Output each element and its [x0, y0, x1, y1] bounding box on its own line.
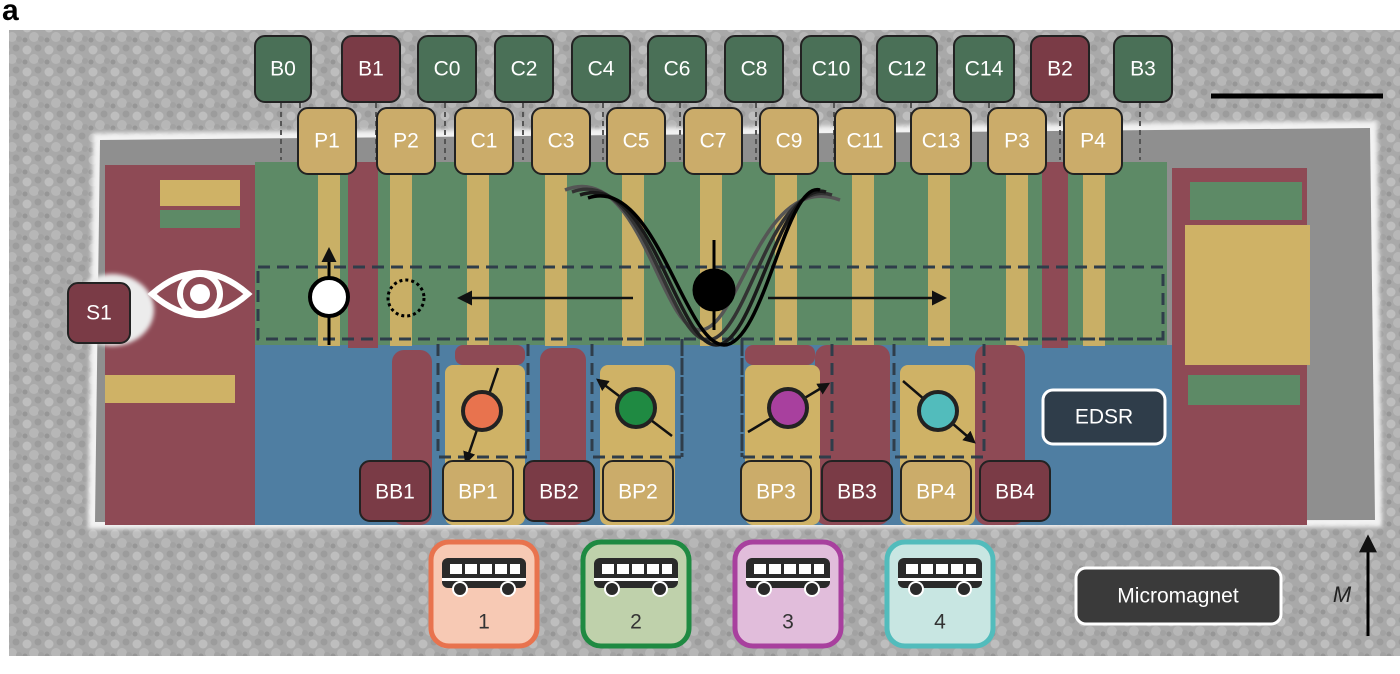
- bus-4: 4: [884, 539, 996, 649]
- gate-C5: C5: [606, 107, 666, 175]
- gate-C11: C11: [834, 107, 896, 175]
- gate-C13: C13: [910, 107, 972, 175]
- bus-1: 1: [428, 539, 540, 649]
- gate-P1: P1: [297, 107, 357, 175]
- potential-curves: [564, 185, 841, 347]
- gate-C7: C7: [683, 107, 743, 175]
- svg-text:P1: P1: [314, 130, 340, 153]
- gate-BB4: BB4: [979, 460, 1051, 522]
- gate-C2: C2: [494, 35, 554, 103]
- gate-C3: C3: [531, 107, 591, 175]
- qubit-4: [902, 380, 976, 444]
- svg-text:2: 2: [630, 611, 642, 634]
- svg-text:BP1: BP1: [458, 481, 498, 504]
- svg-text:BP4: BP4: [916, 481, 956, 504]
- gate-C9: C9: [759, 107, 819, 175]
- panel-letter: a: [2, 0, 19, 27]
- svg-text:C6: C6: [664, 58, 691, 81]
- svg-text:P2: P2: [393, 130, 419, 153]
- svg-text:C10: C10: [812, 58, 851, 81]
- qubit-1: [461, 367, 503, 465]
- svg-text:BB2: BB2: [539, 481, 579, 504]
- qubit-3: [747, 382, 831, 434]
- svg-text:P3: P3: [1004, 130, 1030, 153]
- gate-B3: B3: [1113, 35, 1173, 103]
- svg-text:C13: C13: [922, 130, 961, 153]
- svg-text:B2: B2: [1047, 58, 1073, 81]
- gate-P4: P4: [1063, 107, 1123, 175]
- svg-text:BP3: BP3: [756, 481, 796, 504]
- gate-P3: P3: [987, 107, 1047, 175]
- spin-qubit-icon: [308, 247, 350, 345]
- gate-BP4: BP4: [900, 460, 972, 522]
- spin-qubit-icon: [692, 240, 736, 330]
- plunger-gate-labels: P1 P2 C1 C3 C5 C7 C9 C11 C13 P3 P4: [297, 107, 1123, 175]
- gate-BP1: BP1: [442, 460, 514, 522]
- top-gate-labels: B0 B1 C0 C2 C4 C6 C8 C10 C12 C14 B2 B3: [254, 35, 1173, 103]
- svg-text:C1: C1: [471, 130, 498, 153]
- gate-B1: B1: [341, 35, 401, 103]
- sensor-S1: S1: [67, 282, 131, 344]
- gate-BB3: BB3: [821, 460, 893, 522]
- gate-C4: C4: [571, 35, 631, 103]
- gate-BP3: BP3: [740, 460, 812, 522]
- field-label: M: [1333, 582, 1352, 607]
- gate-C8: C8: [724, 35, 784, 103]
- qubit-2: [596, 378, 673, 437]
- svg-text:4: 4: [934, 611, 946, 634]
- gate-B0: B0: [254, 35, 312, 103]
- svg-text:S1: S1: [86, 302, 112, 325]
- svg-text:BB1: BB1: [375, 481, 415, 504]
- svg-text:C2: C2: [511, 58, 538, 81]
- svg-text:C8: C8: [741, 58, 768, 81]
- eye-icon: [147, 270, 253, 318]
- gate-BP2: BP2: [602, 460, 674, 522]
- svg-text:B3: B3: [1130, 58, 1156, 81]
- svg-text:C5: C5: [623, 130, 650, 153]
- bus-3: 3: [732, 539, 844, 649]
- gate-C14: C14: [953, 35, 1015, 103]
- edsr-label: EDSR: [1041, 388, 1167, 446]
- svg-text:BB3: BB3: [837, 481, 877, 504]
- svg-text:B1: B1: [358, 58, 384, 81]
- svg-text:BB4: BB4: [995, 481, 1035, 504]
- gate-P2: P2: [376, 107, 436, 175]
- svg-text:C9: C9: [776, 130, 803, 153]
- bottom-gate-labels: BB1 BP1 BB2 BP2 BP3 BB3 BP4 BB4: [359, 460, 1051, 522]
- svg-text:C14: C14: [965, 58, 1004, 81]
- svg-text:P4: P4: [1080, 130, 1106, 153]
- svg-text:1: 1: [478, 611, 490, 634]
- svg-text:C12: C12: [888, 58, 927, 81]
- gate-BB2: BB2: [523, 460, 595, 522]
- svg-text:C4: C4: [588, 58, 615, 81]
- svg-text:BP2: BP2: [618, 481, 658, 504]
- svg-text:C7: C7: [700, 130, 727, 153]
- svg-text:C11: C11: [847, 130, 884, 153]
- svg-text:Micromagnet: Micromagnet: [1117, 585, 1239, 608]
- gate-C6: C6: [647, 35, 707, 103]
- empty-dot-icon: [386, 278, 426, 318]
- gate-C1: C1: [454, 107, 514, 175]
- svg-text:C3: C3: [548, 130, 575, 153]
- gate-B2: B2: [1030, 35, 1090, 103]
- gate-C12: C12: [876, 35, 938, 103]
- svg-text:3: 3: [782, 611, 794, 634]
- micromagnet-label: Micromagnet: [1074, 566, 1283, 626]
- svg-text:C0: C0: [434, 58, 461, 81]
- gate-C0: C0: [417, 35, 477, 103]
- svg-text:EDSR: EDSR: [1075, 406, 1133, 429]
- gate-C10: C10: [800, 35, 862, 103]
- svg-text:B0: B0: [270, 58, 296, 81]
- gate-BB1: BB1: [359, 460, 431, 522]
- bus-2: 2: [580, 539, 692, 649]
